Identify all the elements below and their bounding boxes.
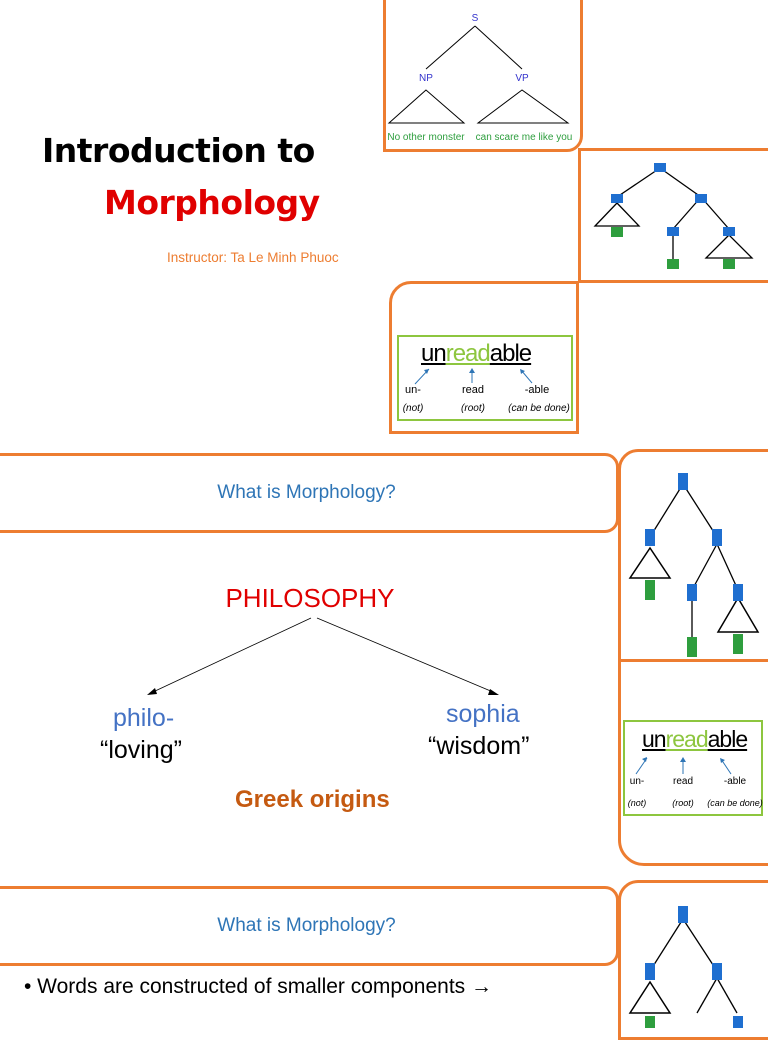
slide-2-label-suffix: -able bbox=[723, 776, 747, 787]
prefix-un: un bbox=[421, 340, 447, 367]
slide-3-tree-frame bbox=[618, 880, 768, 1040]
slide-2-tree-diagram bbox=[628, 473, 760, 657]
label-prefix: un- bbox=[405, 384, 421, 396]
syntax-tree-diagram: S NP VP No other monster can scare me li… bbox=[387, 13, 573, 143]
tree-root-label: S bbox=[472, 13, 479, 24]
syntax-tree-frame: S NP VP No other monster can scare me li… bbox=[383, 0, 583, 152]
slide-2-gloss-prefix: (not) bbox=[627, 798, 647, 808]
slide-3-heading: What is Morphology? bbox=[217, 915, 396, 936]
slide-2-label-root: read bbox=[672, 776, 693, 787]
gloss-prefix: (not) bbox=[402, 403, 424, 414]
word-unreadable: unreadable bbox=[421, 340, 532, 368]
unreadable-box: unreadable un- read -able (not) (root) (… bbox=[397, 335, 573, 421]
title-line-2: Morphology bbox=[104, 183, 320, 222]
tree-vp-leaf: can scare me like you bbox=[476, 132, 573, 143]
slide-3-tree-diagram bbox=[628, 906, 743, 1028]
np-triangle bbox=[387, 89, 466, 124]
slide-2-suffix-able: able bbox=[707, 726, 748, 752]
suffix-able: able bbox=[489, 340, 532, 367]
meaning-wisdom: “wisdom” bbox=[428, 732, 530, 760]
morph-arrows bbox=[414, 368, 533, 385]
instructor-credit: Instructor: Ta Le Minh Phuoc bbox=[167, 250, 339, 265]
slide-3-heading-box: What is Morphology? bbox=[0, 886, 619, 966]
slide-2-heading-box: What is Morphology? bbox=[0, 453, 619, 533]
title-line-1: Introduction to bbox=[42, 131, 315, 170]
philosophy-split-arrows bbox=[147, 617, 499, 695]
gloss-suffix: (can be done) bbox=[508, 403, 570, 414]
tree-vp-label: VP bbox=[515, 73, 529, 84]
meaning-loving: “loving” bbox=[100, 736, 182, 764]
slide-2-gloss-suffix: (can be done) bbox=[707, 798, 763, 808]
slide-2-heading: What is Morphology? bbox=[217, 482, 396, 503]
slide-2-root-read: read bbox=[665, 726, 709, 752]
bullet-words-constructed: • Words are constructed of smaller compo… bbox=[24, 975, 492, 998]
tree-np-label: NP bbox=[419, 73, 433, 84]
slide-2-label-prefix: un- bbox=[629, 776, 645, 787]
slide-2-gloss-root: (root) bbox=[672, 798, 694, 808]
slide-2-word-unreadable: unreadable bbox=[642, 726, 748, 753]
abstract-tree-diagram bbox=[593, 163, 754, 269]
slide-2-prefix-un: un bbox=[642, 726, 667, 752]
label-root: read bbox=[461, 384, 485, 396]
part-philo: philo- bbox=[113, 704, 175, 732]
vp-triangle bbox=[476, 89, 570, 124]
label-suffix: -able bbox=[524, 384, 550, 396]
root-read: read bbox=[445, 340, 491, 367]
tree-np-leaf: No other monster bbox=[387, 132, 465, 143]
part-sophia: sophia bbox=[446, 700, 520, 728]
caption-greek-origins: Greek origins bbox=[235, 786, 390, 813]
slide-2-unreadable-box: unreadable un- read -able (not) (root) (… bbox=[623, 720, 763, 816]
gloss-root: (root) bbox=[461, 403, 485, 414]
slide-2-tree-frame bbox=[618, 449, 768, 667]
word-philosophy: PHILOSOPHY bbox=[225, 583, 395, 613]
abstract-tree-frame bbox=[578, 148, 768, 283]
slide-2-morph-arrows bbox=[635, 757, 732, 775]
